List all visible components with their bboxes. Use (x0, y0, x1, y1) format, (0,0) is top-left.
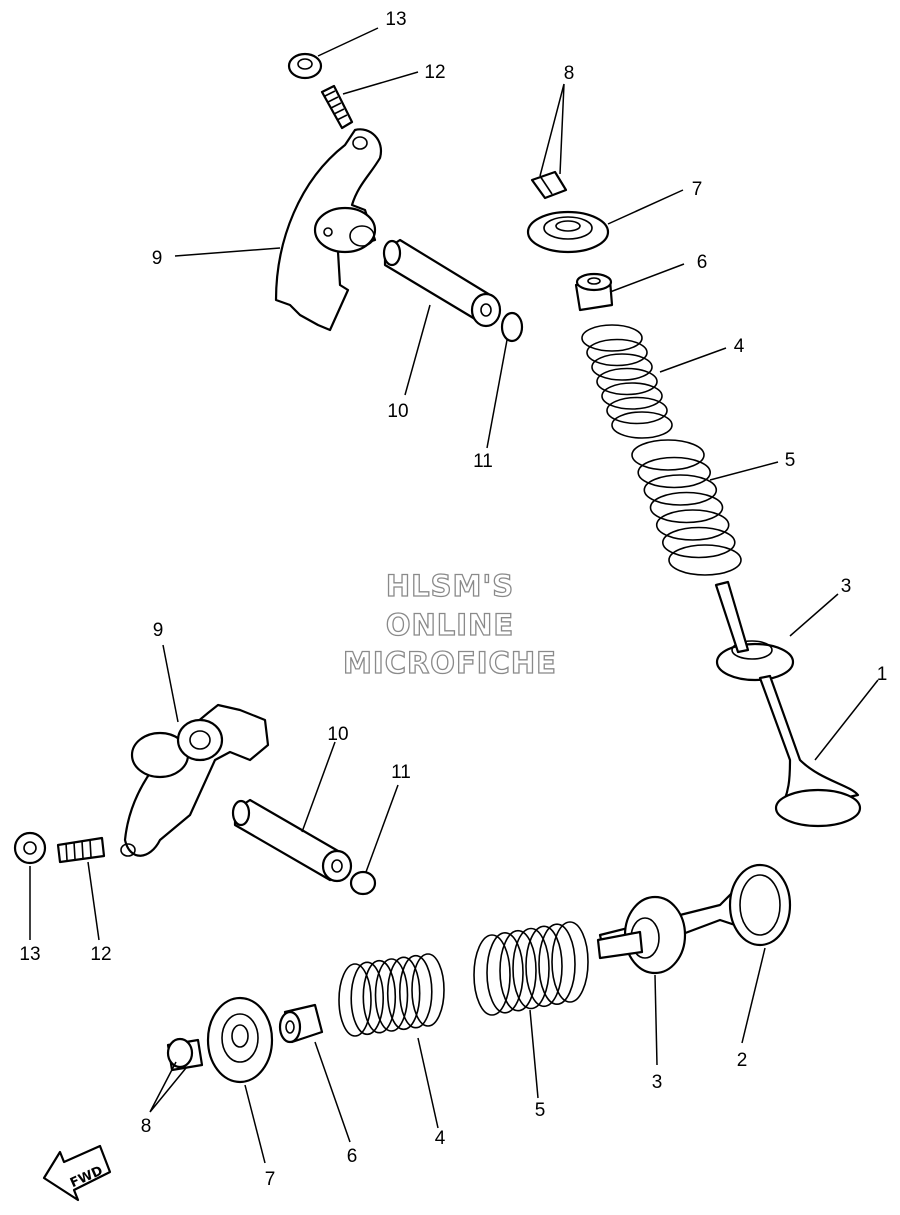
callout-upper-7: 7 (692, 179, 703, 200)
stem-seal-upper-part (574, 272, 614, 312)
spring-coil (601, 382, 663, 410)
rocker-shaft-lower-part (231, 798, 353, 883)
callout-upper-12: 12 (424, 62, 445, 83)
outer-spring-lower-part (473, 921, 589, 1016)
callout-lower-7: 7 (265, 1169, 276, 1190)
spring-coil (596, 367, 658, 396)
spring-coil (499, 929, 537, 1012)
spring-coil (591, 353, 653, 381)
outer-spring-upper-part (631, 439, 742, 576)
inner-spring-upper-part (581, 324, 673, 439)
spring-coil (386, 956, 421, 1031)
callout-lower-4: 4 (435, 1128, 446, 1149)
spring-seat-lower-part (596, 895, 687, 975)
spring-coil (655, 509, 730, 541)
callout-upper-6: 6 (697, 252, 708, 273)
rocker-shaft-upper-part (382, 238, 502, 328)
callout-upper-9: 9 (152, 248, 163, 269)
spring-coil (486, 931, 524, 1014)
spring-coil (668, 544, 742, 576)
spring-coil (350, 961, 385, 1036)
spring-coil (611, 411, 673, 439)
valve-upper-part (714, 580, 862, 828)
spring-coil (661, 526, 736, 559)
adjusting-screw-upper-part (320, 84, 354, 130)
spring-coil (649, 491, 724, 524)
leader-lines (29, 27, 879, 1164)
callout-lower-6: 6 (347, 1146, 358, 1167)
valve-cotter-lower-part (166, 1037, 204, 1072)
callout-lower-12: 12 (90, 944, 111, 965)
inner-spring-lower-part (338, 953, 445, 1037)
fwd-arrow-icon: FWD (42, 1144, 112, 1202)
watermark-line-3: MICROFICHE (343, 646, 557, 680)
spring-coil (338, 963, 372, 1037)
callout-upper-13: 13 (385, 9, 406, 30)
spring-coil (512, 927, 550, 1010)
callout-lower-10: 10 (327, 724, 348, 745)
rocker-arm-upper-part (274, 128, 383, 332)
spring-coil (525, 925, 563, 1008)
o-ring-lower-part (349, 870, 377, 896)
callout-upper-11: 11 (473, 451, 493, 472)
stem-seal-lower-part (278, 1003, 324, 1044)
callout-upper-5: 5 (785, 450, 796, 471)
callout-lower-11: 11 (391, 762, 411, 783)
callout-lower-8: 8 (141, 1116, 152, 1137)
spring-retainer-upper-part (526, 210, 610, 254)
spring-coil (374, 958, 409, 1032)
callout-lower-9: 9 (153, 620, 164, 641)
nut-upper-part (287, 52, 323, 80)
spring-coil (643, 474, 718, 506)
spring-coil (411, 953, 445, 1027)
spring-coil (586, 338, 648, 367)
spring-coil (606, 396, 668, 425)
callout-upper-8: 8 (564, 63, 575, 84)
spring-retainer-lower-part (206, 996, 274, 1084)
watermark: HLSM'S ONLINE MICROFICHE (342, 568, 557, 680)
spring-coil (581, 324, 643, 352)
spring-coil (637, 456, 712, 489)
spring-coil (538, 923, 576, 1006)
adjusting-screw-lower-part (56, 836, 106, 864)
callout-upper-10: 10 (387, 401, 408, 422)
valve-cotter-upper-part (530, 170, 568, 200)
spring-coil (398, 954, 433, 1029)
callout-upper-1: 1 (877, 664, 888, 685)
nut-lower-part (13, 831, 47, 865)
spring-coil (473, 934, 511, 1016)
callout-upper-3: 3 (841, 576, 852, 597)
callout-labels: 13 12 9 10 11 8 7 6 4 5 3 1 9 10 11 13 1… (19, 9, 887, 1190)
callout-lower-3: 3 (652, 1072, 663, 1093)
spring-seat-upper-part (715, 640, 795, 682)
spring-coil (631, 439, 705, 471)
callout-upper-4: 4 (734, 336, 745, 357)
rocker-arm-lower-boss (176, 718, 224, 762)
spring-coil (551, 921, 589, 1003)
callout-lower-2: 2 (737, 1050, 748, 1071)
callout-lower-5: 5 (535, 1100, 546, 1121)
spring-coil (362, 959, 397, 1034)
watermark-line-1: HLSM'S (386, 569, 514, 603)
watermark-line-2: ONLINE (386, 608, 514, 642)
callout-lower-13: 13 (19, 944, 40, 965)
o-ring-upper-part (500, 311, 524, 343)
